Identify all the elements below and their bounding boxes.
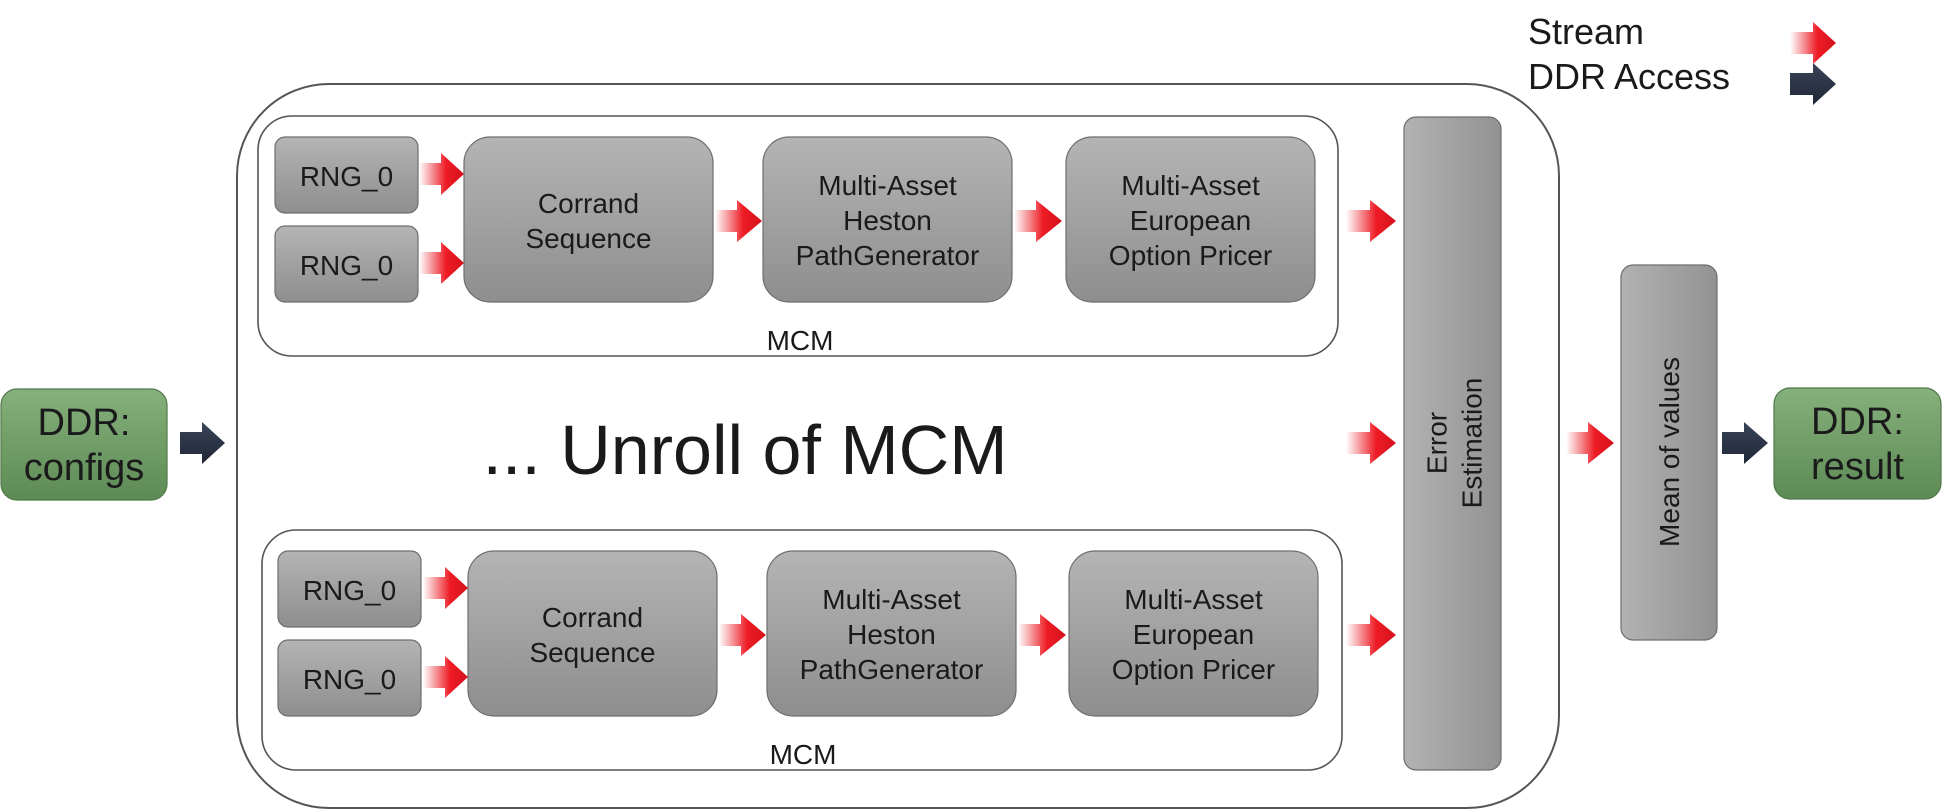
ddr-arrow-icon <box>1722 422 1768 464</box>
mcm-top-pricer-line2: European <box>1130 205 1251 236</box>
ddr-configs-line2: configs <box>24 447 144 489</box>
stream-arrow-icon <box>423 567 468 609</box>
mcm-bottom-pricer-line1: Multi-Asset <box>1124 584 1263 615</box>
mcm-bottom-label: MCM <box>770 739 837 770</box>
mcm-top-corrand-line1: Corrand <box>538 188 639 219</box>
stream-arrow-icon <box>1566 422 1614 464</box>
stream-arrow-icon <box>1018 614 1066 656</box>
stream-arrow-icon <box>719 614 766 656</box>
stream-arrow-icon <box>1014 200 1062 242</box>
mcm-top-pricer-box <box>1065 136 1316 303</box>
ddr-result-line1: DDR: <box>1811 401 1904 443</box>
stream-arrow-icon <box>423 656 468 698</box>
mcm-top-pricer-line1: Multi-Asset <box>1121 170 1260 201</box>
mcm-top-pathgen-line3: PathGenerator <box>796 240 980 271</box>
mcm-bottom-rng-a-box <box>277 550 422 628</box>
mcm-top-rng-a-box <box>274 136 419 214</box>
stream-arrow-icon <box>419 153 464 195</box>
unroll-label: ... Unroll of MCM <box>482 411 1007 489</box>
mcm-bottom-pathgen-box <box>766 550 1017 717</box>
mcm-top-label: MCM <box>767 325 834 356</box>
ddr-result-box <box>1773 387 1942 500</box>
legend-ddr-arrow-icon <box>1790 63 1836 105</box>
mcm-top-pathgen-line2: Heston <box>843 205 932 236</box>
mcm-bottom-pathgen-line3: PathGenerator <box>800 654 984 685</box>
mcm-bottom-pathgen-line2: Heston <box>847 619 936 650</box>
legend-stream-arrow-icon <box>1790 22 1836 64</box>
mcm-bottom-pricer-box <box>1068 550 1319 717</box>
error-estimation-box <box>1403 116 1502 771</box>
mcm-bottom-pricer-line3: Option Pricer <box>1112 654 1275 685</box>
mcm-top-corrand-line2: Sequence <box>525 223 651 254</box>
mean-of-values-box <box>1620 264 1718 641</box>
mean-of-values-label: Mean of values <box>1654 357 1685 547</box>
stream-arrow-icon <box>1346 614 1396 656</box>
stream-arrow-icon <box>1346 200 1396 242</box>
mcm-top-rng-a-label: RNG_0 <box>300 161 393 192</box>
mcm-bottom-rng-b-label: RNG_0 <box>303 664 396 695</box>
stream-arrow-icon <box>715 200 762 242</box>
mcm-top-pathgen-line1: Multi-Asset <box>818 170 957 201</box>
mcm-top-pathgen-box <box>762 136 1013 303</box>
mcm-top-corrand-box <box>463 136 714 303</box>
legend-ddr-label: DDR Access <box>1528 56 1730 97</box>
error-estimation-line2: Estimation <box>1457 378 1488 509</box>
mcm-bottom-corrand-box <box>467 550 718 717</box>
mcm-bottom-pricer-line2: European <box>1133 619 1254 650</box>
stream-arrow-icon <box>419 242 464 284</box>
ddr-configs-line1: DDR: <box>38 402 131 444</box>
mcm-bottom-pathgen-line1: Multi-Asset <box>822 584 961 615</box>
mcm-top-rng-b-box <box>274 225 419 303</box>
legend-stream-label: Stream <box>1528 11 1644 52</box>
stream-arrow-icon <box>1346 422 1396 464</box>
mcm-bottom-corrand-line1: Corrand <box>542 602 643 633</box>
mcm-bottom-rng-a-label: RNG_0 <box>303 575 396 606</box>
mcm-top-pricer-line3: Option Pricer <box>1109 240 1272 271</box>
mcm-top-rng-b-label: RNG_0 <box>300 250 393 281</box>
ddr-arrow-icon <box>180 422 225 464</box>
mcm-bottom-rng-b-box <box>277 639 422 717</box>
mcm-bottom-corrand-line2: Sequence <box>529 637 655 668</box>
error-estimation-line1: Error <box>1422 412 1453 474</box>
ddr-configs-box <box>0 388 168 501</box>
ddr-result-line2: result <box>1811 446 1904 488</box>
